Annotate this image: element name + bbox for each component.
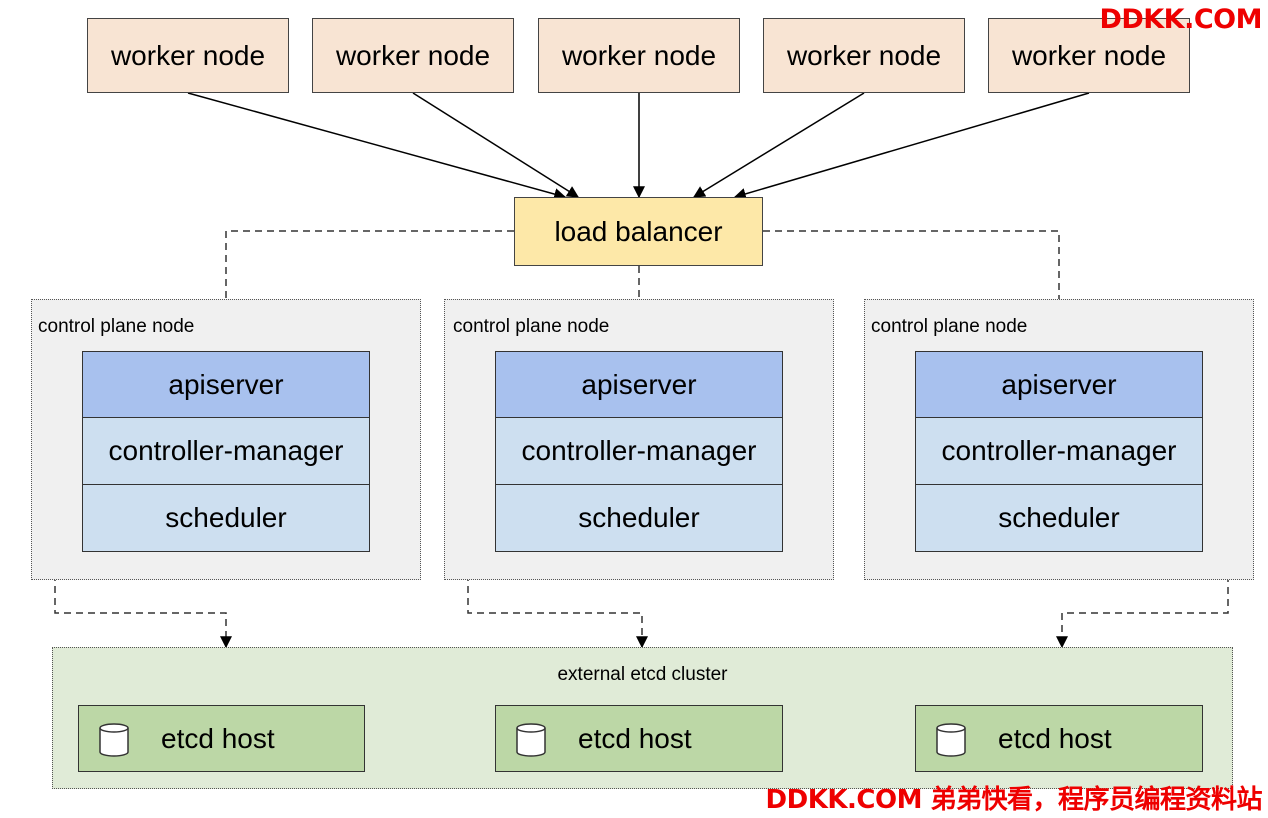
scheduler-2: scheduler — [495, 485, 783, 552]
worker-node-1: worker node — [87, 18, 289, 93]
database-icon — [516, 723, 546, 757]
etcd-host-label: etcd host — [578, 722, 692, 754]
apiserver-3: apiserver — [915, 351, 1203, 418]
worker-node-2: worker node — [312, 18, 514, 93]
control-plane-label-3: control plane node — [871, 316, 1028, 337]
worker-node-5: worker node — [988, 18, 1190, 93]
etcd-host-1: etcd host — [78, 705, 365, 772]
scheduler-3: scheduler — [915, 485, 1203, 552]
worker-2-to-lb-arrow — [412, 92, 580, 198]
etcd-cluster-label: external etcd cluster — [557, 664, 728, 685]
etcd-host-label: etcd host — [998, 722, 1112, 754]
worker-4-to-lb-arrow — [692, 92, 865, 198]
load-balancer: load balancer — [514, 197, 763, 266]
watermark-top: DDKK.COM — [1099, 4, 1262, 35]
worker-node-4: worker node — [763, 18, 965, 93]
etcd-host-label: etcd host — [161, 722, 275, 754]
etcd-host-2: etcd host — [495, 705, 783, 772]
worker-1-to-lb-arrow — [187, 92, 567, 200]
apiserver-2: apiserver — [495, 351, 783, 418]
control-plane-label-1: control plane node — [38, 316, 195, 337]
database-icon — [936, 723, 966, 757]
apiserver-1: apiserver — [82, 351, 370, 418]
controller-manager-2: controller-manager — [495, 418, 783, 485]
database-icon — [99, 723, 129, 757]
worker-5-to-lb-arrow — [733, 92, 1090, 200]
controller-manager-3: controller-manager — [915, 418, 1203, 485]
scheduler-1: scheduler — [82, 485, 370, 552]
etcd-host-3: etcd host — [915, 705, 1203, 772]
controller-manager-1: controller-manager — [82, 418, 370, 485]
watermark-bottom: DDKK.COM 弟弟快看，程序员编程资料站 — [765, 785, 1263, 815]
worker-node-3: worker node — [538, 18, 740, 93]
control-plane-label-2: control plane node — [453, 316, 610, 337]
